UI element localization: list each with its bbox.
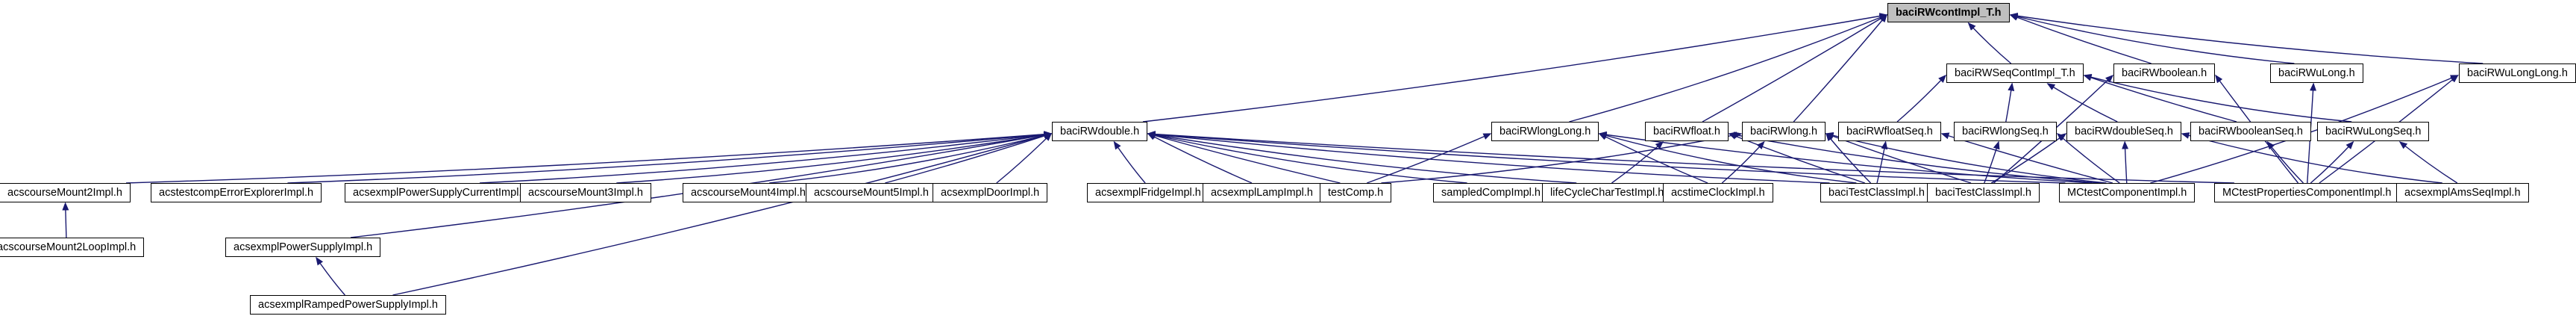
graph-edge-rwdouble-to-cont (1142, 13, 1888, 123)
graph-node-lifecycle[interactable]: lifeCycleCharTestImpl.h (1542, 183, 1673, 202)
graph-node-rwlonglong[interactable]: baciRWlongLong.h (1491, 122, 1599, 141)
graph-node-bacitest1[interactable]: baciTestClassImpl.h (1820, 183, 1933, 202)
graph-node-clock[interactable]: acstimeClockImpl.h (1663, 183, 1773, 202)
graph-node-powersupply[interactable]: acsexmplPowerSupplyImpl.h (225, 238, 381, 257)
graph-node-errorexplorer[interactable]: acstestcompErrorExplorerImpl.h (151, 183, 322, 202)
graph-edge-rwulongseq-to-seqcont (2083, 73, 2352, 123)
graph-node-rwfloat[interactable]: baciRWfloat.h (1645, 122, 1729, 141)
graph-edge-testcomp-to-rwlong (1381, 131, 1743, 184)
graph-edge-rwboolean-to-cont (2009, 14, 2152, 64)
graph-node-rwulonglong[interactable]: baciRWuLongLong.h (2459, 64, 2576, 83)
graph-edge-bacitest1-to-rwlonglong (1598, 132, 1857, 184)
graph-edge-fridge-to-rwdouble (1113, 140, 1146, 184)
graph-edge-amsseq-to-rwulongseq (2398, 141, 2458, 184)
graph-node-cont: baciRWcontImpl_T.h (1887, 3, 2010, 22)
graph-edge-testcomp-to-rwdouble (1147, 132, 1341, 184)
graph-edge-sampledcomp-to-rwdouble (1147, 131, 1467, 184)
graph-edge-mctestcomp-to-rwlonglong (1598, 131, 2093, 184)
graph-node-rwulong[interactable]: baciRWuLong.h (2270, 64, 2363, 83)
graph-edge-clock-to-rwlong (1721, 140, 1765, 184)
graph-edge-rwfloatseq-to-seqcont (1896, 74, 1947, 123)
graph-node-bacitest2[interactable]: baciTestClassImpl.h (1927, 183, 2040, 202)
graph-node-testcomp[interactable]: testComp.h (1320, 183, 1392, 202)
graph-node-rwulongseq[interactable]: baciRWuLongSeq.h (2317, 122, 2430, 141)
graph-edge-seqcont-to-cont (1967, 22, 2012, 64)
graph-node-rwdoubleseq[interactable]: baciRWdoubleSeq.h (2066, 122, 2181, 141)
graph-node-sampledcomp[interactable]: sampledCompImpl.h (1433, 183, 1549, 202)
graph-node-mount5[interactable]: acscourseMount5Impl.h (806, 183, 937, 202)
graph-edge-mount4-to-rwdouble (769, 131, 1053, 184)
graph-edge-mctestprops-to-rwulongseq (2310, 140, 2354, 184)
graph-edge-rwlonglong-to-cont (1569, 14, 1888, 123)
graph-edge-lamp-to-rwdouble (1147, 133, 1253, 184)
graph-node-mount4[interactable]: acscourseMount4Impl.h (683, 183, 814, 202)
graph-edge-errorexplorer-to-rwdouble (287, 131, 1053, 184)
graph-node-fridge[interactable]: acsexmplFridgeImpl.h (1087, 183, 1209, 202)
graph-edge-bacitest1-to-rwfloatseq (1876, 140, 1888, 184)
graph-node-mount3[interactable]: acscourseMount3Impl.h (520, 183, 651, 202)
graph-edge-mctestcomp-to-rwlong (1825, 131, 2107, 184)
graph-node-pscurrent[interactable]: acsexmplPowerSupplyCurrentImpl.h (345, 183, 536, 202)
graph-edge-rwdoubleseq-to-seqcont (2046, 83, 2118, 123)
graph-node-mctestprops[interactable]: MCtestPropertiesComponentImpl.h (2214, 183, 2400, 202)
graph-edge-mount5-to-rwdouble (885, 132, 1053, 184)
graph-edge-clock-to-rwlonglong (1598, 133, 1708, 184)
graph-edge-rampedps-to-rwdouble (392, 132, 1053, 296)
graph-node-mount2[interactable]: acscourseMount2Impl.h (0, 183, 131, 202)
graph-edge-rampedps-to-powersupply (316, 256, 345, 296)
graph-edge-mctestcomp-to-rwfloat (1728, 131, 2101, 184)
graph-node-amsseq[interactable]: acsexmplAmsSeqImpl.h (2396, 183, 2529, 202)
graph-edge-rwlong-to-cont (1793, 13, 1887, 123)
graph-edge-mount2-to-rwdouble (125, 131, 1053, 184)
graph-node-rwbooleanseq[interactable]: baciRWbooleanSeq.h (2190, 122, 2311, 141)
graph-edge-amsseq-to-rwdoubleseq (2181, 132, 2442, 184)
graph-edge-lifecycle-to-rwfloat (1611, 141, 1664, 184)
graph-node-door[interactable]: acsexmplDoorImpl.h (933, 183, 1048, 202)
graph-node-mctestcomp[interactable]: MCtestComponentImpl.h (2059, 183, 2196, 202)
graph-edge-rwulong-to-cont (2009, 13, 2295, 64)
graph-edge-testcomp-to-rwlonglong (1367, 133, 1492, 184)
graph-edge-mctestcomp-to-rwdoubleseq (2122, 140, 2129, 184)
graph-edge-mctestprops-to-rwdouble (1147, 131, 2234, 184)
graph-edge-mount3-to-rwdouble (616, 131, 1053, 184)
graph-edge-mctestcomp-to-rwdouble (1147, 131, 2066, 184)
graph-edge-door-to-rwdouble (996, 132, 1053, 184)
graph-node-lamp[interactable]: acsexmplLampImpl.h (1203, 183, 1321, 202)
graph-node-mount2loop[interactable]: acscourseMount2LoopImpl.h (0, 238, 145, 257)
graph-edge-rwfloat-to-cont (1702, 14, 1888, 123)
graph-edge-pscurrent-to-rwdouble (480, 131, 1053, 184)
graph-edge-lifecycle-to-rwdouble (1147, 131, 1577, 184)
graph-node-rwdouble[interactable]: baciRWdouble.h (1052, 122, 1148, 141)
graph-edge-rwbooleanseq-to-seqcont (2083, 74, 2237, 123)
graph-node-rwboolean[interactable]: baciRWboolean.h (2113, 64, 2216, 83)
graph-edge-bacitest2-to-rwdoubleseq (1990, 133, 2067, 184)
graph-node-rwfloatseq[interactable]: baciRWfloatSeq.h (1838, 122, 1941, 141)
graph-node-rwlongseq[interactable]: baciRWlongSeq.h (1954, 122, 2057, 141)
graph-edge-rwlongseq-to-seqcont (2005, 82, 2015, 123)
graph-node-rampedps[interactable]: acsexmplRampedPowerSupplyImpl.h (250, 295, 446, 315)
graph-edge-group (62, 12, 2483, 296)
graph-node-seqcont[interactable]: baciRWSeqContImpl_T.h (1946, 64, 2084, 83)
graph-node-rwlong[interactable]: baciRWlong.h (1742, 122, 1826, 141)
graph-edge-bacitest2-to-rwlongseq (1984, 140, 2000, 184)
graph-edge-bacitest1-to-rwdouble (1147, 131, 1830, 184)
graph-edge-mctestprops-to-rwbooleanseq (2266, 140, 2304, 184)
graph-edge-rwulonglong-to-cont (2009, 12, 2483, 64)
